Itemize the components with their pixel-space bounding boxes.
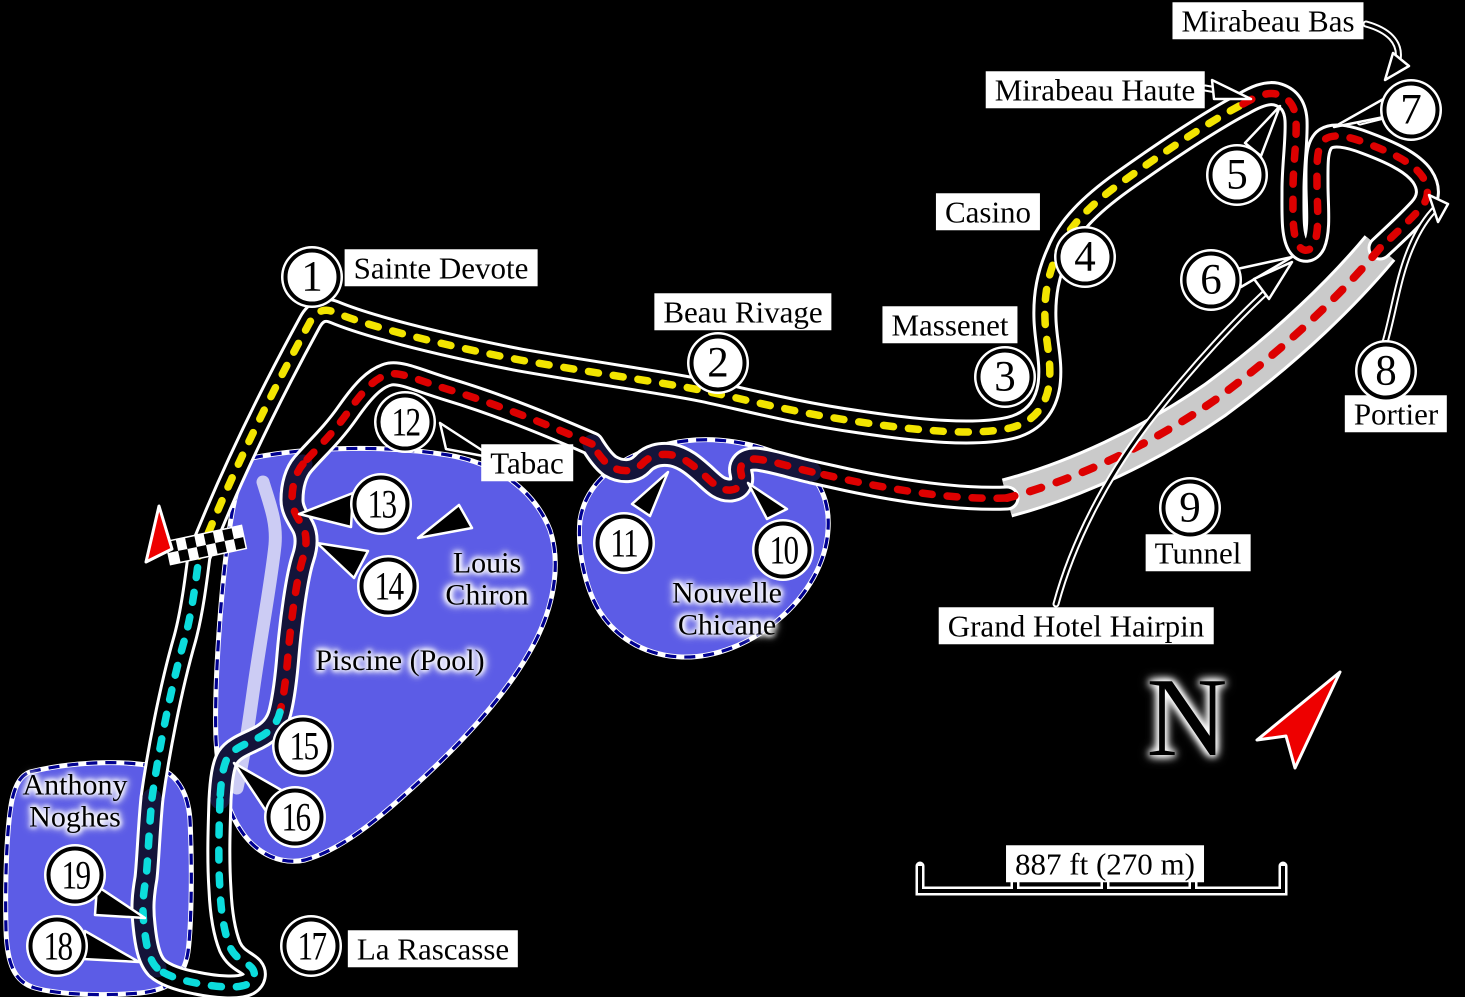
- corner-marker-11: 11: [595, 514, 653, 572]
- corner-marker-18: 18: [28, 917, 86, 975]
- compass-arrow: [1255, 670, 1342, 770]
- corner-marker-17: 17: [282, 917, 340, 975]
- label-tabac: Tabac: [481, 444, 573, 482]
- scale-bar-text: 887 ft (270 m): [1006, 845, 1204, 883]
- corner-marker-8: 8: [1357, 342, 1415, 400]
- track-sector2-dashes: [276, 89, 1432, 716]
- leader-lines: [1052, 20, 1440, 608]
- label-casino: Casino: [935, 193, 1041, 231]
- corner-marker-6: 6: [1182, 251, 1240, 309]
- arrow-corner5: [1243, 104, 1282, 158]
- corner-number: 7: [1400, 86, 1422, 134]
- label-sainte-devote: Sainte Devote: [344, 249, 538, 287]
- label-piscine: Piscine (Pool): [315, 643, 485, 677]
- label-massenet: Massenet: [882, 306, 1018, 344]
- corner-number: 6: [1200, 256, 1222, 304]
- corner-marker-9: 9: [1161, 479, 1219, 537]
- arrow-corner19: [93, 884, 147, 920]
- corner-number: 11: [610, 520, 639, 565]
- corner-marker-4: 4: [1056, 228, 1114, 286]
- corner-number: 12: [390, 399, 421, 444]
- arrow-corner10: [746, 481, 789, 521]
- corner-number: 2: [707, 339, 729, 387]
- corner-number: 1: [301, 253, 323, 301]
- arrow-louis-chiron: [416, 503, 474, 540]
- corner-number: 18: [42, 923, 73, 968]
- corner-marker-12: 12: [376, 393, 434, 451]
- corner-number: 9: [1179, 484, 1201, 532]
- label-beau-rivage: Beau Rivage: [654, 293, 832, 331]
- label-anthony-noghes: Anthony Noghes: [22, 768, 128, 834]
- arrow-corner14: [315, 541, 370, 580]
- corner-number: 16: [280, 794, 311, 839]
- label-nouvelle-chicane: Nouvelle Chicane: [672, 576, 782, 642]
- race-direction-arrow: [144, 504, 174, 564]
- corner-number: 15: [288, 723, 319, 768]
- scale-bar: [915, 861, 1288, 896]
- corner-number: 5: [1226, 151, 1248, 199]
- corner-number: 13: [366, 481, 397, 526]
- corner-marker-13: 13: [352, 475, 410, 533]
- track-tunnel-dashes: [1003, 244, 1384, 502]
- corner-number: 8: [1375, 347, 1397, 395]
- arrow-corner11: [630, 470, 670, 518]
- corner-number: 19: [60, 852, 91, 897]
- corner-number: 3: [994, 353, 1016, 401]
- arrow-mirabeau-haute: [1210, 78, 1253, 101]
- label-louis-chiron: Louis Chiron: [445, 546, 529, 612]
- corner-marker-10: 10: [754, 521, 812, 579]
- arrow-corner12: [438, 421, 496, 460]
- corner-marker-2: 2: [689, 334, 747, 392]
- arrow-mirabeau-bas: [1383, 51, 1411, 82]
- arrow-corner8: [1427, 193, 1450, 224]
- corner-marker-16: 16: [266, 788, 324, 846]
- label-tunnel: Tunnel: [1145, 534, 1251, 572]
- label-mirabeau-haute: Mirabeau Haute: [985, 71, 1205, 109]
- corner-marker-19: 19: [46, 846, 104, 904]
- track-sector3-dashes: [139, 552, 284, 991]
- corner-marker-14: 14: [359, 557, 417, 615]
- label-portier: Portier: [1344, 395, 1448, 433]
- label-grand-hotel-hairpin: Grand Hotel Hairpin: [938, 607, 1214, 645]
- corner-marker-7: 7: [1382, 81, 1440, 139]
- corner-marker-15: 15: [274, 717, 332, 775]
- corner-marker-5: 5: [1208, 146, 1266, 204]
- corner-number: 4: [1074, 233, 1096, 281]
- corner-marker-3: 3: [976, 348, 1034, 406]
- corner-number: 14: [373, 563, 404, 608]
- corner-marker-1: 1: [283, 248, 341, 306]
- label-mirabeau-bas: Mirabeau Bas: [1172, 2, 1364, 40]
- arrow-corner13: [297, 491, 355, 529]
- arrow-grand-hotel-hairpin: [1252, 260, 1294, 301]
- label-la-rascasse: La Rascasse: [347, 930, 519, 968]
- arrow-corner7: [1332, 95, 1389, 129]
- corner-number: 10: [768, 527, 799, 572]
- corner-number: 17: [296, 923, 327, 968]
- compass-north-letter: N: [1146, 656, 1228, 780]
